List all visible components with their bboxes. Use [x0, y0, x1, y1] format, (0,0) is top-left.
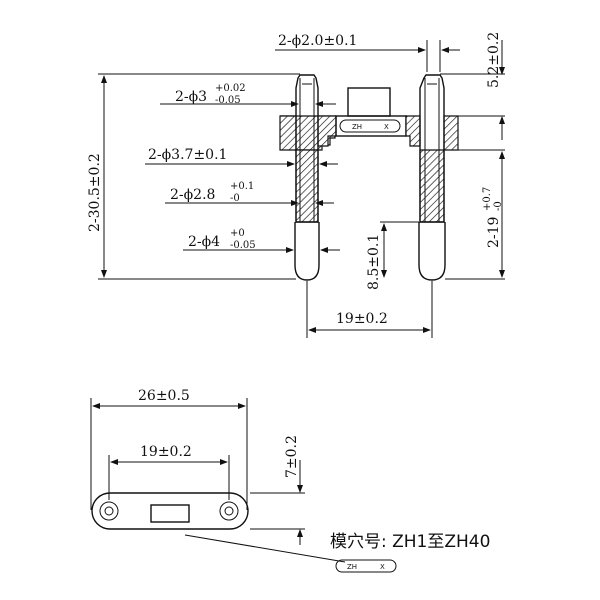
- top-view: 26±0.5 19±0.2 7±0.2: [90, 388, 346, 563]
- pin-tip-dia-upper: +0: [230, 228, 245, 239]
- body-right-inner: [405, 115, 421, 147]
- top-view-right-hole-outer: [219, 501, 239, 521]
- pin-top-dia-label: 2-ϕ3 +0.02 -0.05: [175, 83, 246, 106]
- left-pin-tip: [294, 222, 320, 281]
- left-pin-shank: [295, 74, 319, 223]
- top-view-right-hole-inner: [224, 506, 234, 516]
- body-right-wall: [443, 115, 459, 151]
- top-pin-spacing-label: 19±0.2: [140, 444, 192, 460]
- right-pin-sleeve: [419, 149, 445, 223]
- left-pin-sleeve: [295, 149, 319, 223]
- top-height-label: 5.2±0.2: [486, 32, 502, 88]
- body-left-wall: [279, 115, 297, 151]
- right-pin-tip: [418, 222, 446, 281]
- right-pin-shank: [419, 74, 445, 223]
- body-tag: ZH X: [339, 119, 401, 133]
- top-view-outline: [91, 492, 249, 530]
- top-height-label: 7±0.2: [284, 435, 300, 478]
- pin-mid-dia-upper: +0.1: [230, 181, 254, 192]
- top-view-left-hole-outer: [99, 501, 119, 521]
- pin-mid-dia-label: 2-ϕ2.8 +0.1 -0: [170, 181, 254, 204]
- top-view-left-hole-inner: [104, 506, 114, 516]
- mold-tag: ZH X: [335, 559, 397, 573]
- pin-tip-dia-lower: -0.05: [230, 240, 256, 251]
- sleeve-dia-label: 2-ϕ3.7±0.1: [148, 147, 227, 163]
- mold-tag-right: X: [380, 563, 385, 571]
- pin-top-dia-upper: +0.02: [215, 83, 246, 94]
- pin-tip-dia-base: 2-ϕ4: [188, 234, 220, 250]
- pin-spacing-label: 19±0.2: [336, 311, 388, 327]
- pin-top-dia-lower: -0.05: [215, 95, 241, 106]
- front-view: ZH X: [87, 32, 505, 338]
- mold-tag-leader: [184, 534, 346, 563]
- tip-length-label: 8.5±0.1: [366, 234, 382, 290]
- body-tag-left: ZH: [352, 123, 362, 131]
- pin-mid-dia-lower: -0: [230, 193, 240, 204]
- body-tag-outline: [339, 119, 401, 133]
- top-view-center-slot: [150, 504, 190, 523]
- body-tag-right: X: [384, 123, 389, 131]
- pin-hole-dia-label: 2-ϕ2.0±0.1: [278, 33, 357, 49]
- mold-cavity-caption: 模穴号: ZH1至ZH40: [330, 532, 490, 552]
- plug-body: [279, 115, 459, 151]
- body-left-inner: [317, 115, 337, 147]
- pin-length-base: 2-19: [486, 217, 502, 248]
- pin-tip-dia-label: 2-ϕ4 +0 -0.05: [188, 228, 256, 251]
- top-width-label: 26±0.5: [138, 388, 190, 404]
- pin-top-dia-base: 2-ϕ3: [175, 89, 207, 105]
- mold-tag-outline: [335, 559, 397, 573]
- mold-tag-left: ZH: [347, 563, 357, 571]
- right-pin: [418, 74, 446, 281]
- pin-length-upper: +0.7: [482, 187, 493, 211]
- overall-height-label: 2-30.5±0.2: [87, 153, 103, 232]
- body-center: [335, 115, 407, 137]
- pin-length-lower: -0: [493, 201, 504, 211]
- pin-length-label: 2-19 +0.7 -0: [482, 187, 504, 248]
- pin-mid-dia-base: 2-ϕ2.8: [170, 187, 215, 203]
- left-pin: [294, 74, 320, 281]
- center-connector: [347, 87, 391, 117]
